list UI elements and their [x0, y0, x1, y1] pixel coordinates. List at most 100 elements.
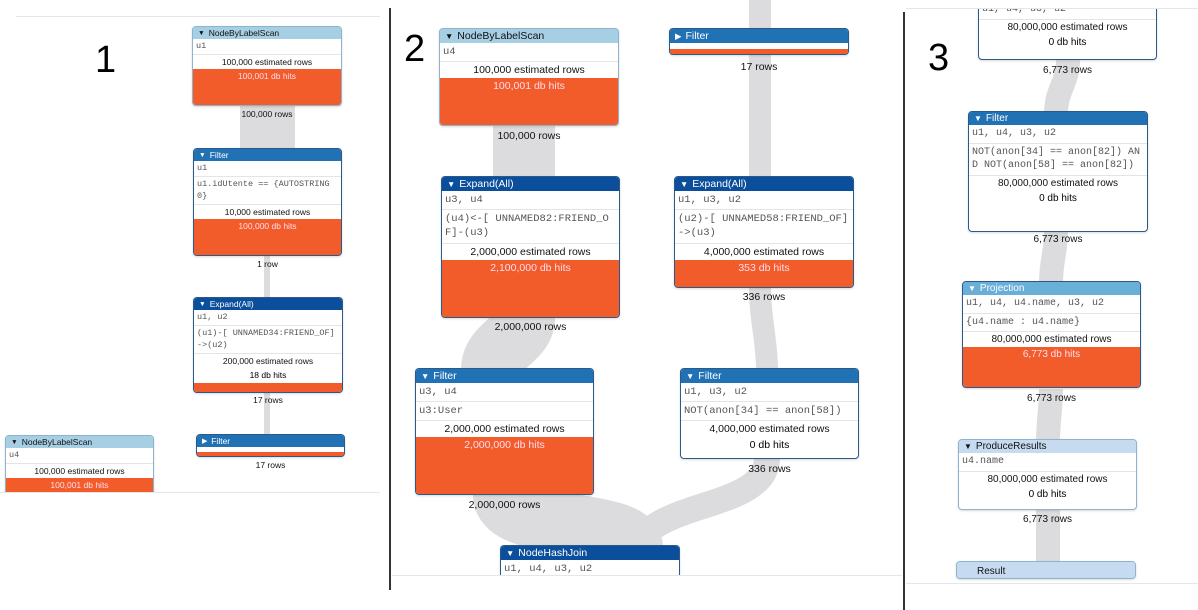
actual-rows-label: 17 rows [740, 61, 778, 73]
operator-header[interactable]: ▼ProduceResults [959, 440, 1136, 453]
operator-identifiers: u1, u4, u3, u2 [969, 125, 1147, 144]
operator-identifiers: u1, u4, u3, u2 [979, 9, 1156, 20]
operator-title: Expand(All) [209, 299, 254, 309]
collapse-triangle-icon[interactable]: ▼ [421, 371, 430, 381]
operator-header[interactable]: Result [957, 562, 1135, 578]
row-flow-graphic [1036, 58, 1080, 564]
plan-operator-result[interactable]: Result [956, 561, 1136, 579]
collapse-triangle-icon[interactable]: ▼ [686, 371, 695, 381]
operator-title: Filter [433, 370, 457, 382]
db-hits: 100,001 db hits [6, 478, 153, 492]
collapse-triangle-icon[interactable]: ▼ [11, 438, 18, 446]
operator-identifiers: u4 [440, 43, 618, 63]
db-hits: 18 db hits [249, 370, 287, 381]
separator [0, 492, 380, 493]
estimated-rows: 2,000,000 estimated rows [444, 423, 565, 436]
estimated-rows: 100,000 estimated rows [34, 466, 125, 477]
panel-number: 2 [404, 28, 426, 70]
collapse-triangle-icon[interactable]: ▼ [968, 284, 976, 293]
collapse-triangle-icon[interactable]: ▼ [199, 151, 206, 159]
actual-rows-label: 6,773 rows [1027, 393, 1076, 404]
actual-rows-label: 1 row [257, 259, 278, 269]
collapse-triangle-icon[interactable]: ▼ [964, 442, 972, 451]
operator-header[interactable]: ▼NodeByLabelScan [193, 27, 341, 39]
plan-operator-filter[interactable]: ▶Filter [196, 434, 345, 457]
operator-details: NOT(anon[34] == anon[82]) AND NOT(anon[5… [969, 144, 1147, 176]
collapse-triangle-icon[interactable]: ▼ [199, 300, 206, 308]
estimated-rows: 80,000,000 estimated rows [987, 473, 1108, 485]
operator-title: Filter [211, 436, 231, 446]
expand-triangle-icon[interactable]: ▶ [202, 438, 208, 445]
collapse-triangle-icon[interactable]: ▼ [445, 31, 454, 41]
operator-details: NOT(anon[34] == anon[58]) [681, 402, 858, 422]
operator-header[interactable]: ▼NodeHashJoin [501, 546, 679, 560]
operator-identifiers: u1, u3, u2 [675, 191, 853, 211]
actual-rows-label: 6,773 rows [1033, 234, 1083, 245]
plan-operator-filter[interactable]: ▶Filter [669, 28, 849, 55]
operator-identifiers: u1 [193, 39, 341, 56]
panel-divider [389, 8, 391, 590]
operator-identifiers: u1, u4, u4.name, u3, u2 [963, 295, 1140, 314]
db-hits: 0 db hits [749, 439, 790, 452]
actual-rows-label: 6,773 rows [1023, 514, 1072, 525]
operator-header[interactable]: ▼Filter [416, 369, 593, 383]
operator-title: ProduceResults [975, 441, 1047, 452]
plan-operator-expand-all-[interactable]: ▼Expand(All)u3, u4(u4)<-[ UNNAMED82:FRIE… [441, 176, 620, 318]
estimated-rows: 80,000,000 estimated rows [997, 177, 1119, 189]
estimated-rows: 2,000,000 estimated rows [470, 245, 591, 258]
operator-identifiers: u1 [194, 161, 341, 178]
separator [392, 575, 902, 576]
operator-header[interactable]: ▶Filter [670, 29, 848, 43]
operator-details: (u4)<-[ UNNAMED82:FRIEND_OF]-(u3) [442, 210, 619, 244]
collapse-triangle-icon[interactable]: ▼ [198, 29, 205, 37]
operator-identifiers: u1, u3, u2 [681, 383, 858, 403]
db-hits: 0 db hits [1048, 36, 1087, 48]
operator-header[interactable]: ▼NodeByLabelScan [6, 436, 153, 448]
operator-identifiers: u1, u2 [194, 310, 342, 327]
actual-rows-label: 100,000 rows [241, 109, 293, 119]
plan-operator-expand-all-[interactable]: ▼Expand(All)u1, u3, u2(u2)-[ UNNAMED58:F… [674, 176, 854, 288]
db-hits-bar [670, 48, 848, 54]
operator-header[interactable]: ▼Filter [194, 149, 341, 161]
plan-operator-expand-all-[interactable]: ▼Expand(All)u1, u2(u1)-[ UNNAMED34:FRIEN… [193, 297, 343, 393]
operator-title: Filter [685, 30, 709, 42]
collapse-triangle-icon[interactable]: ▼ [680, 179, 689, 189]
operator-identifiers: u4.name [959, 453, 1136, 472]
db-hits: 6,773 db hits [963, 347, 1140, 387]
operator-header[interactable]: ▼NodeByLabelScan [440, 29, 618, 43]
operator-header[interactable]: ▼Projection [963, 282, 1140, 295]
collapse-triangle-icon[interactable]: ▼ [974, 114, 982, 123]
operator-header[interactable]: ▼Expand(All) [194, 298, 342, 310]
operator-header[interactable]: ▼Filter [681, 369, 858, 383]
actual-rows-label: 100,000 rows [497, 130, 561, 142]
operator-header[interactable]: ▶Filter [197, 435, 344, 447]
collapse-triangle-icon[interactable]: ▼ [506, 548, 515, 558]
db-hits-bar [197, 451, 344, 456]
expand-triangle-icon[interactable]: ▶ [675, 31, 682, 41]
estimated-rows: 4,000,000 estimated rows [703, 245, 825, 258]
operator-header[interactable]: ▼Expand(All) [675, 177, 853, 191]
operator-header[interactable]: ▼Expand(All) [442, 177, 619, 191]
collapse-triangle-icon[interactable]: ▼ [447, 179, 456, 189]
panel-divider [903, 12, 905, 610]
actual-rows-label: 17 rows [253, 395, 283, 405]
operator-title: Result [977, 565, 1006, 577]
estimated-rows: 100,000 estimated rows [221, 57, 313, 68]
operator-details: (u1)-[ UNNAMED34:FRIEND_OF]->(u2) [194, 326, 342, 355]
operator-header[interactable]: ▼Filter [969, 112, 1147, 125]
operator-title: Expand(All) [692, 178, 747, 190]
